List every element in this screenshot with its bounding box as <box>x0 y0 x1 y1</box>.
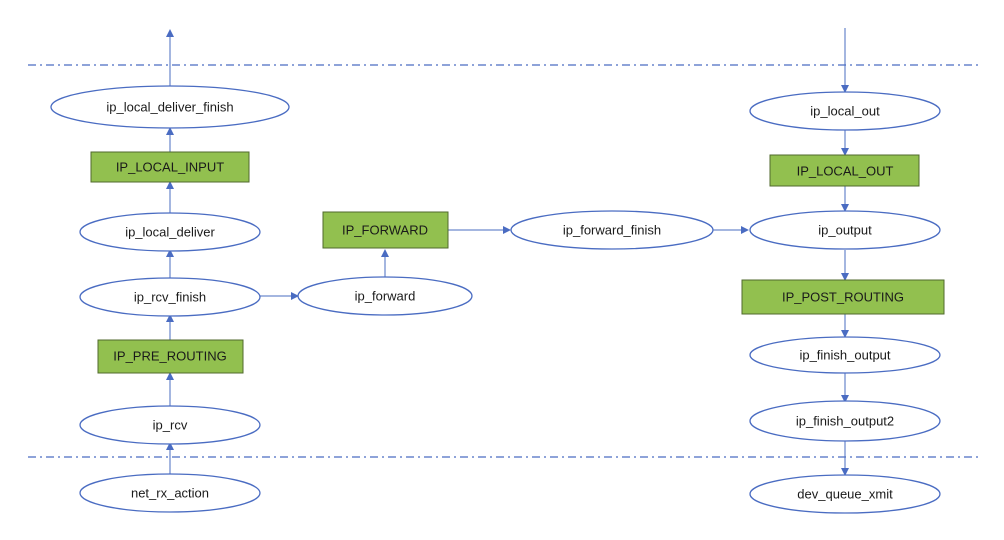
node-ip-finish-output2: ip_finish_output2 <box>749 400 941 442</box>
node-ip-rcv-finish: ip_rcv_finish <box>79 277 261 317</box>
node-label: ip_local_out <box>810 104 880 119</box>
node-label: net_rx_action <box>131 486 209 501</box>
node-label: IP_FORWARD <box>342 223 428 238</box>
node-ip-local-input-hook: IP_LOCAL_INPUT <box>90 151 250 183</box>
node-label: ip_forward <box>355 289 416 304</box>
node-label: ip_output <box>818 223 872 238</box>
node-ip-local-deliver: ip_local_deliver <box>79 212 261 252</box>
node-label: ip_rcv <box>153 418 188 433</box>
node-label: dev_queue_xmit <box>797 487 893 502</box>
node-net-rx-action: net_rx_action <box>79 473 261 513</box>
node-label: IP_PRE_ROUTING <box>113 349 226 364</box>
node-label: ip_finish_output <box>799 348 890 363</box>
node-label: ip_local_deliver_finish <box>106 100 233 115</box>
node-ip-rcv: ip_rcv <box>79 405 261 445</box>
node-label: IP_POST_ROUTING <box>782 290 904 305</box>
node-ip-pre-routing-hook: IP_PRE_ROUTING <box>97 339 244 374</box>
node-ip-local-deliver-finish: ip_local_deliver_finish <box>50 85 290 129</box>
node-ip-forward-hook: IP_FORWARD <box>322 211 449 249</box>
node-label: ip_local_deliver <box>125 225 215 240</box>
node-ip-output: ip_output <box>749 210 941 250</box>
node-ip-finish-output: ip_finish_output <box>749 336 941 374</box>
node-label: ip_rcv_finish <box>134 290 206 305</box>
node-label: IP_LOCAL_OUT <box>797 164 894 179</box>
node-label: IP_LOCAL_INPUT <box>116 160 224 175</box>
node-ip-post-routing-hook: IP_POST_ROUTING <box>741 279 945 315</box>
node-ip-forward: ip_forward <box>297 276 473 316</box>
node-ip-local-out: ip_local_out <box>749 91 941 131</box>
node-label: ip_finish_output2 <box>796 414 894 429</box>
node-dev-queue-xmit: dev_queue_xmit <box>749 474 941 514</box>
node-label: ip_forward_finish <box>563 223 661 238</box>
node-ip-local-out-hook: IP_LOCAL_OUT <box>769 154 920 187</box>
node-ip-forward-finish: ip_forward_finish <box>510 210 714 250</box>
